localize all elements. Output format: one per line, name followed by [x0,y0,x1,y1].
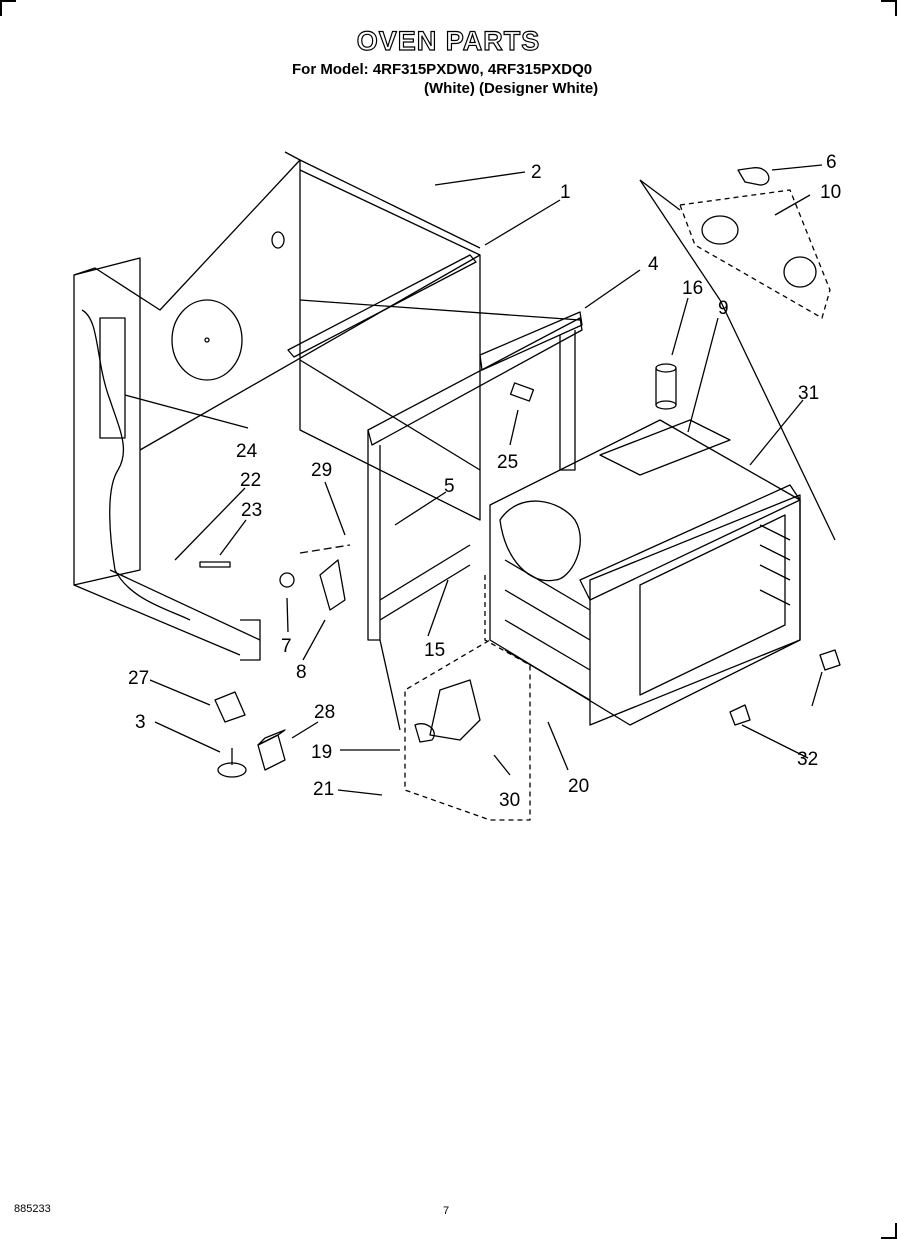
terminal-block [257,729,286,771]
callout-21: 21 [313,779,334,800]
callout-24: 24 [236,441,258,462]
latch-group [404,575,531,821]
callout-3: 3 [135,712,146,733]
crop-mark-bottom-right [881,1223,897,1239]
leveling-leg [217,748,247,778]
leader-lines-light [639,179,836,541]
model-colors: (White) (Designer White) [424,80,599,97]
model-numbers: For Model: 4RF315PXDW0, 4RF315PXDQ0 [292,61,593,78]
callout-20: 20 [568,776,589,797]
callout-labels: 1 2 3 4 5 6 7 8 9 10 15 16 19 20 21 22 2… [128,152,841,811]
thermostat-bracket [319,559,346,611]
light-socket [701,167,817,288]
callout-22: 22 [240,470,261,491]
oven-chassis-frame [73,151,583,661]
callout-5: 5 [444,476,455,497]
sensor-probe [199,561,231,568]
callout-7: 7 [281,636,292,657]
callout-30: 30 [499,790,520,811]
document-number: 885233 [14,1203,51,1215]
callout-6: 6 [826,152,837,173]
callout-1: 1 [560,182,571,203]
page-number: 7 [443,1205,450,1217]
callout-28: 28 [314,702,335,723]
callout-9: 9 [718,298,729,319]
crop-mark-top-left [0,0,16,16]
callout-15: 15 [424,640,445,661]
oven-cavity [489,419,801,726]
leg-bracket [214,691,246,723]
page-title: OVEN PARTS [356,25,541,56]
spacer-washer [279,572,295,588]
callout-27: 27 [128,668,149,689]
vent-tube [655,363,677,410]
callout-8: 8 [296,662,307,683]
callout-29: 29 [311,460,332,481]
callout-23: 23 [241,500,262,521]
callout-25: 25 [497,452,518,473]
callout-2: 2 [531,162,542,183]
door-latch [414,679,481,743]
callout-16: 16 [682,278,703,299]
callout-4: 4 [648,254,659,275]
callout-32: 32 [797,749,818,770]
callout-31: 31 [798,383,819,404]
callout-10: 10 [820,182,841,203]
oven-front-frame [367,317,583,641]
callout-arrows [124,164,823,796]
crop-mark-top-right [881,0,897,16]
light-socket-group [679,189,831,319]
oven-sensor [509,382,535,402]
rack-supports [729,649,841,726]
callout-19: 19 [311,742,332,763]
